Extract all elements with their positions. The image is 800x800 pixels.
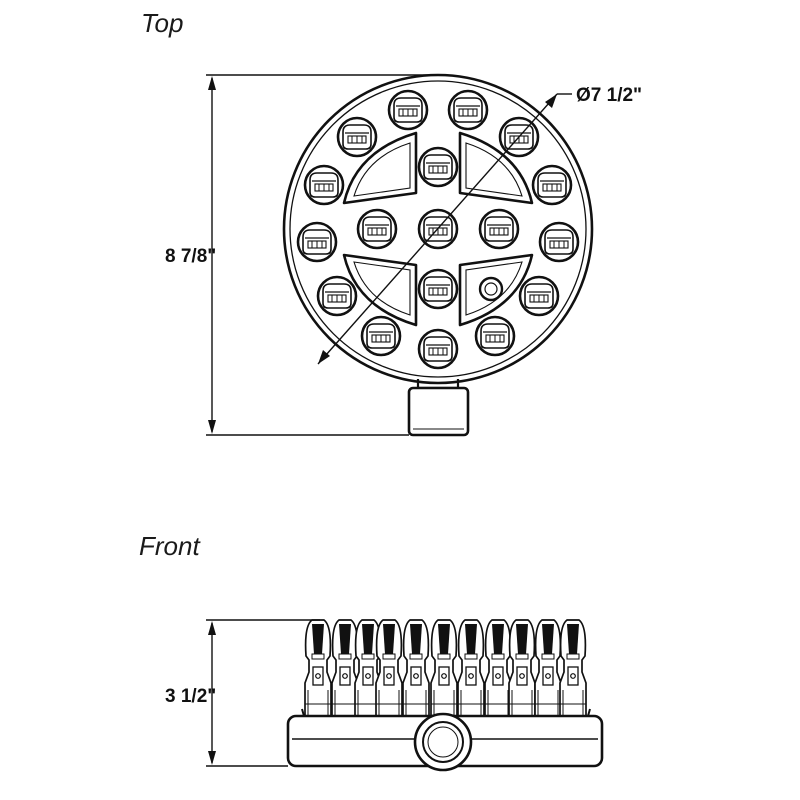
- front-view: 3 1/2": [165, 619, 604, 772]
- front-led-pod: [304, 619, 332, 719]
- led-pod: [296, 221, 338, 263]
- diameter-label: Ø7 1/2": [576, 85, 642, 106]
- front-led-pod: [559, 619, 587, 719]
- front-led-pod: [375, 619, 403, 719]
- led-pod: [447, 89, 489, 131]
- front-led-pod: [402, 619, 430, 719]
- top-view: Ø7 1/2" 8 7/8": [165, 73, 642, 437]
- mounting-hole: [478, 276, 504, 302]
- led-pod: [316, 275, 358, 317]
- depth-label: 8 7/8": [165, 246, 216, 267]
- front-led-pod: [457, 619, 485, 719]
- front-cable-gland: [413, 712, 473, 772]
- reflector-plate-bottom-left: [342, 253, 418, 327]
- height-dimension: 3 1/2": [165, 619, 320, 767]
- front-led-pod: [331, 619, 359, 719]
- led-pod: [531, 164, 573, 206]
- led-pod: [417, 268, 459, 310]
- front-led-pod: [534, 619, 562, 719]
- led-pod: [387, 89, 429, 131]
- led-pod: [474, 315, 516, 357]
- front-led-pod: [430, 619, 458, 719]
- led-pod-row: [304, 619, 587, 719]
- led-pod: [538, 221, 580, 263]
- top-view-title: Top: [141, 8, 184, 38]
- reflector-plate-top-right: [458, 131, 534, 205]
- depth-dimension: 8 7/8": [165, 74, 438, 436]
- led-pod: [417, 146, 459, 188]
- led-pod: [360, 315, 402, 357]
- diameter-dimension: Ø7 1/2": [317, 85, 642, 365]
- height-label: 3 1/2": [165, 686, 216, 707]
- reflector-plate-top-left: [342, 131, 418, 205]
- led-pod: [303, 164, 345, 206]
- led-pod: [417, 328, 459, 370]
- front-led-pod: [508, 619, 536, 719]
- led-pod: [518, 275, 560, 317]
- cable-gland: [407, 379, 470, 437]
- led-pod: [356, 208, 398, 250]
- led-pod: [336, 116, 378, 158]
- front-led-pod: [484, 619, 512, 719]
- housing-inner-ring: [289, 80, 587, 378]
- front-view-title: Front: [139, 531, 200, 561]
- led-pod: [478, 208, 520, 250]
